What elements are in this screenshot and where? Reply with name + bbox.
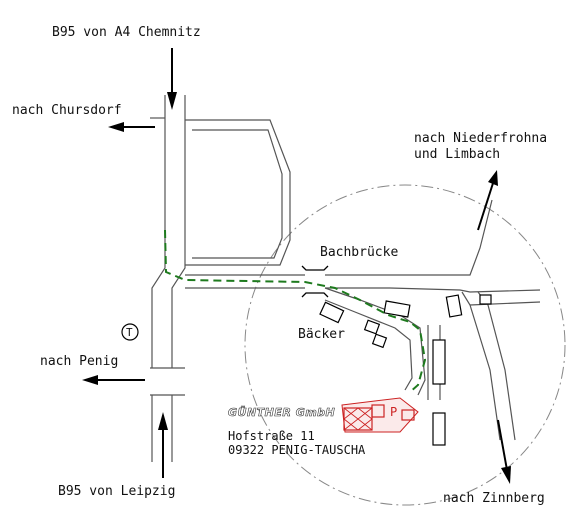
label-chursdorf: nach Chursdorf <box>12 103 122 118</box>
company-logo: GÜNTHER GmbH <box>228 406 336 420</box>
buildings <box>319 294 492 446</box>
bridge-icon <box>301 265 329 298</box>
parking-icon: P <box>390 405 398 419</box>
arrow-to-niederfrohna <box>477 179 495 231</box>
address-street: Hofstraße 11 <box>228 429 315 443</box>
label-baker: Bäcker <box>298 327 345 342</box>
label-penig: nach Penig <box>40 354 119 369</box>
roads <box>150 95 541 462</box>
arrows <box>82 48 511 484</box>
route-line <box>164 229 427 393</box>
label-leipzig: B95 von Leipzig <box>58 484 176 499</box>
company-site <box>341 397 419 433</box>
area-circle <box>244 184 566 506</box>
label-bridge: Bachbrücke <box>320 245 399 260</box>
address-city: 09322 PENIG-TAUSCHA <box>228 443 366 457</box>
label-limbach: und Limbach <box>414 147 501 162</box>
label-zinnberg: nach Zinnberg <box>443 491 545 506</box>
station-label: T <box>126 326 133 339</box>
label-north: B95 von A4 Chemnitz <box>52 25 201 40</box>
station-icon <box>121 323 139 341</box>
label-niederfrohna: nach Niederfrohna <box>414 131 548 146</box>
arrow-to-zinnberg <box>497 419 508 471</box>
